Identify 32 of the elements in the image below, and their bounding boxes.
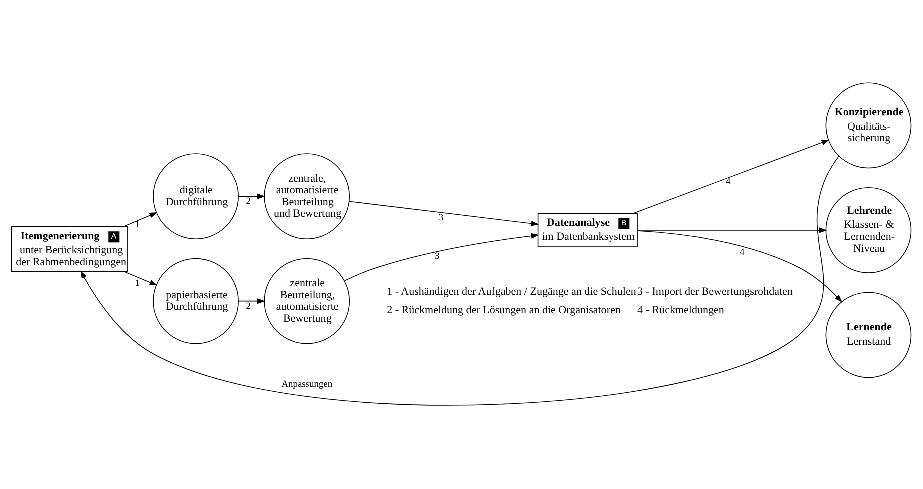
edge-label: 3 bbox=[434, 252, 440, 262]
arrow bbox=[80, 156, 840, 406]
edge-label: 4 bbox=[726, 178, 731, 188]
edge-label: 2 bbox=[246, 302, 251, 312]
edge-label: 1 bbox=[135, 220, 140, 230]
node-box: Itemgenerierung A unter Berücksichtigung der Rahmenbedingungen bbox=[11, 226, 128, 272]
arrow bbox=[637, 228, 828, 234]
edge-label: 2 bbox=[246, 197, 251, 208]
arrow bbox=[349, 201, 540, 226]
label: 4 - Rückmeldungen bbox=[638, 304, 724, 316]
arrow bbox=[632, 140, 830, 214]
node-circle: zentrale, automatisierte Beurteilung und Bewertung bbox=[264, 154, 350, 240]
arrow bbox=[124, 271, 158, 286]
edge-label: 4 bbox=[740, 248, 745, 258]
label: 1 - Aushändigen der Aufgaben / Zugänge an die Schulen bbox=[387, 286, 636, 298]
node-circle: Lernende Lernstand bbox=[826, 292, 912, 378]
label: 3 - Import der Bewertungsrohdaten bbox=[638, 286, 793, 298]
node-circle: papierbasierte Durchführung bbox=[153, 258, 239, 344]
node-circle: digitale Durchführung bbox=[153, 154, 239, 240]
node-circle: zentrale Beurteilung, automatisierte Bewertung bbox=[264, 258, 350, 344]
node-circle: Konzipierende Qualitäts- sicherung bbox=[826, 82, 912, 169]
edge-label: Anpassungen bbox=[282, 380, 333, 390]
node-circle: Lehrende Klassen- & Lernenden- Niveau bbox=[826, 188, 912, 274]
edge-label: 1 bbox=[135, 279, 140, 290]
arrow bbox=[238, 194, 266, 200]
label: 2 - Rückmeldung der Lösungen an die Organisatoren bbox=[387, 304, 621, 316]
edge-label: 3 bbox=[438, 214, 444, 224]
arrow bbox=[637, 230, 843, 303]
arrow bbox=[238, 298, 266, 304]
arrow bbox=[344, 233, 540, 282]
node-box: Datenanalyse B im Datenbanksystem bbox=[538, 214, 638, 248]
arrow bbox=[123, 212, 158, 228]
